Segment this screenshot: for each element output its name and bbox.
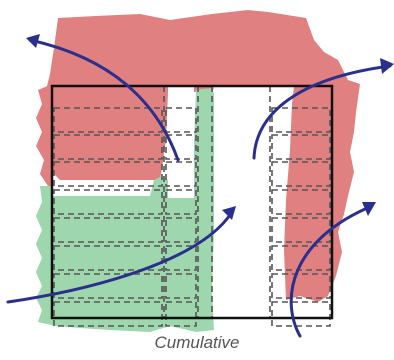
arrow-top-right bbox=[252, 64, 392, 160]
white-column-left bbox=[168, 86, 194, 198]
arrowheads bbox=[26, 34, 394, 220]
row-box bbox=[53, 134, 163, 160]
row-box bbox=[53, 273, 163, 299]
row-box bbox=[271, 273, 331, 299]
row-box bbox=[271, 107, 331, 133]
arrowhead-top-right bbox=[380, 58, 394, 74]
arrowhead-top-left bbox=[26, 34, 40, 48]
green-region bbox=[36, 88, 220, 332]
arrowhead-bottom-right bbox=[362, 202, 376, 216]
row-box bbox=[165, 301, 197, 327]
row-box bbox=[53, 161, 163, 187]
row-box bbox=[53, 217, 163, 243]
row-box bbox=[271, 245, 331, 271]
arrowhead-bottom-left bbox=[222, 206, 236, 220]
row-box bbox=[53, 107, 163, 133]
row-box bbox=[165, 161, 197, 187]
row-box bbox=[165, 245, 197, 271]
building-frame bbox=[50, 84, 334, 320]
row-box bbox=[271, 134, 331, 160]
row-box bbox=[271, 161, 331, 187]
row-box bbox=[165, 217, 197, 243]
vertical-guides bbox=[163, 86, 271, 318]
white-column bbox=[214, 86, 270, 318]
row-box bbox=[165, 189, 197, 215]
row-box bbox=[53, 245, 163, 271]
row-box bbox=[165, 273, 197, 299]
arrow-bottom-right bbox=[289, 204, 374, 338]
row-boxes bbox=[53, 107, 331, 327]
row-box bbox=[53, 189, 163, 215]
row-box bbox=[165, 107, 197, 133]
cumulative-diagram bbox=[6, 10, 394, 338]
row-box bbox=[271, 189, 331, 215]
row-box bbox=[53, 301, 163, 327]
diagram-caption: Cumulative bbox=[154, 333, 240, 352]
red-region-left-edge bbox=[36, 84, 52, 186]
flow-arrows bbox=[6, 38, 392, 338]
arrow-bottom-left bbox=[6, 210, 234, 304]
row-box bbox=[271, 301, 331, 327]
row-box bbox=[165, 134, 197, 160]
arrow-top-left bbox=[28, 38, 180, 162]
